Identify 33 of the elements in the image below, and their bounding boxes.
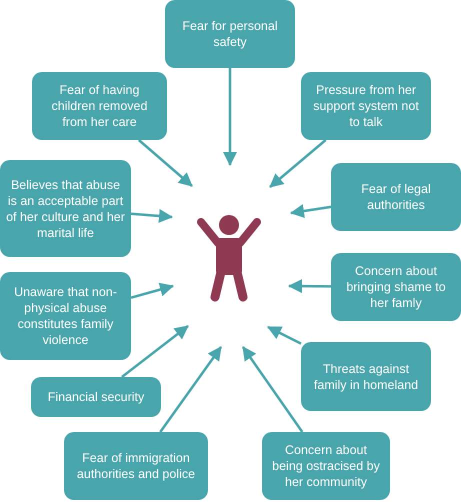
cause-box: [301, 342, 431, 411]
cause-text: Unaware that non-physical abuse constitutes family violence: [13, 284, 118, 348]
cause-text: Concern about bringing shame to her famly: [345, 263, 447, 311]
cause-box: [0, 272, 131, 360]
arrow: [242, 346, 304, 433]
cause-box: [262, 432, 390, 500]
arrow: [121, 325, 189, 378]
cause-text: Believes that abuse is an acceptable part of her culture and her marital life: [6, 176, 125, 240]
arrow: [288, 279, 332, 294]
cause-text: Financial security: [48, 389, 144, 405]
cause-box: [32, 72, 167, 140]
arrow: [130, 282, 174, 299]
arrow: [290, 204, 332, 218]
cause-text: Fear for personal safety: [181, 18, 279, 50]
arrow: [223, 68, 237, 166]
cause-box: [31, 377, 161, 417]
cause-box: [331, 253, 461, 321]
cause-box: [301, 72, 431, 140]
arrow: [267, 326, 302, 345]
arrow: [269, 139, 327, 188]
cause-box: [0, 160, 131, 257]
arrow: [159, 346, 222, 433]
cause-text: Fear of legal authorities: [360, 181, 432, 213]
cause-box: [331, 163, 461, 231]
cause-text: Pressure from her support system not to talk: [312, 82, 420, 130]
cause-text: Fear of immigration authorities and police: [76, 450, 196, 482]
arrow: [138, 139, 193, 187]
arrow: [130, 209, 173, 223]
cause-text: Threats against family in homeland: [312, 360, 420, 392]
cause-box: [165, 0, 295, 68]
cause-box: [64, 432, 208, 500]
cause-text: Concern about being ostracised by her community: [271, 442, 381, 490]
cause-text: Fear of having children removed from her care: [50, 82, 148, 130]
